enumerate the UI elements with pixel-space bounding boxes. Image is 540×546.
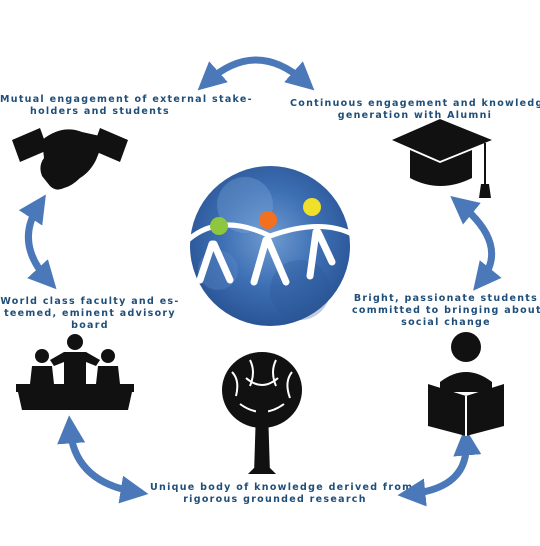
logo-dot-orange — [259, 211, 277, 229]
logo-dot-yellow — [303, 198, 321, 216]
label-line: Continuous engagement and knowledge — [290, 98, 540, 109]
reading-person-icon — [428, 332, 504, 436]
label-knowledge: Unique body of knowledge derived from ri… — [150, 482, 414, 506]
label-line: generation with Alumni — [337, 110, 493, 121]
label-alumni: Continuous engagement and knowledge gene… — [290, 98, 540, 122]
arrow-bottom-left — [57, 415, 149, 504]
label-line: rigorous grounded research — [183, 494, 367, 505]
cycle-arrows — [18, 56, 502, 507]
tree-icon — [222, 352, 302, 474]
arrow-left — [18, 194, 57, 290]
label-line: Unique body of knowledge derived from — [150, 482, 414, 493]
label-students: Bright, passionate students committed to… — [352, 293, 540, 329]
arrow-right — [450, 196, 502, 291]
label-line: board — [71, 320, 109, 331]
label-line: Bright, passionate students — [353, 293, 539, 304]
label-line: holders and students — [30, 106, 170, 117]
arrow-top — [197, 56, 315, 91]
handshake-icon — [12, 128, 128, 190]
label-line: teemed, eminent advisory — [4, 308, 176, 319]
label-line: World class faculty and es- — [0, 296, 180, 307]
graduation-cap-icon — [392, 119, 492, 198]
label-line: committed to bringing about — [352, 305, 540, 316]
label-line: social change — [401, 317, 491, 328]
logo-dot-green — [210, 217, 228, 235]
label-stakeholders: Mutual engagement of external stake- hol… — [0, 94, 253, 118]
label-line: Mutual engagement of external stake- — [0, 94, 253, 105]
arrow-bottom-right — [397, 427, 482, 507]
watercolor-circle-logo — [185, 166, 355, 326]
board-meeting-icon — [16, 334, 134, 410]
label-faculty: World class faculty and es- teemed, emin… — [0, 296, 180, 332]
